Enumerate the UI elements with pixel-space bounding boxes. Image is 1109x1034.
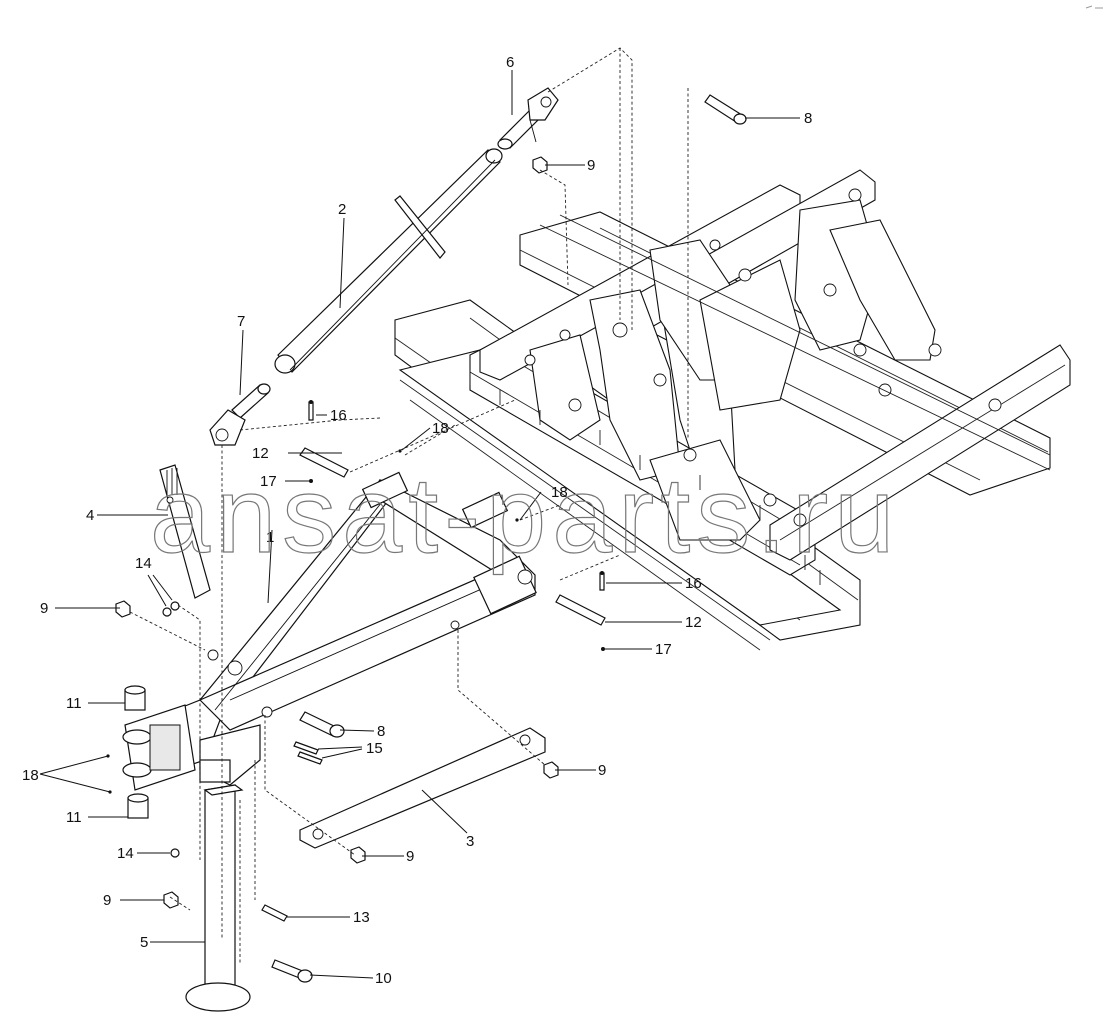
callout-7: 7 [237, 313, 245, 330]
callout-14-lower: 14 [117, 845, 134, 862]
callout-17-upper: 17 [260, 473, 277, 490]
part-9-nut-e [163, 891, 179, 909]
callout-2: 2 [338, 201, 346, 218]
part-2-tube [274, 148, 503, 374]
part-14-nut-a [162, 607, 172, 617]
callout-leaders [39, 70, 800, 979]
main-frame-assembly [394, 169, 1071, 651]
callout-11-upper: 11 [66, 695, 82, 712]
callout-14-upper: 14 [135, 555, 152, 572]
callout-9-d: 9 [406, 848, 414, 865]
assembly-dashed-lines [129, 47, 689, 965]
part-5-jack [185, 759, 251, 1012]
part-9-nut-c [543, 761, 559, 779]
part-4-holder [159, 464, 211, 599]
part-1-drawbar-frame [122, 471, 537, 791]
callout-9-b: 9 [40, 600, 48, 617]
callout-10: 10 [375, 970, 392, 987]
part-16-bolt-upper [308, 400, 314, 421]
part-9-nut-b [115, 600, 131, 618]
part-16-bolt-lower [599, 571, 605, 591]
callout-18-b: 18 [551, 484, 568, 501]
part-14-nut-b [170, 601, 180, 611]
part-9-nut-a [532, 156, 548, 174]
part-13-pin [261, 904, 288, 922]
callout-8-upper: 8 [804, 110, 812, 127]
part-11-bushing-upper [124, 685, 146, 711]
callout-12-upper: 12 [252, 445, 269, 462]
part-10-pin [271, 959, 313, 983]
callout-18-a: 18 [432, 420, 449, 437]
part-3-link-bar [299, 727, 546, 849]
callout-13: 13 [353, 909, 370, 926]
part-12-pin-lower [555, 594, 606, 626]
callout-9-a: 9 [587, 157, 595, 174]
corner-mark [1085, 5, 1103, 9]
callout-4: 4 [86, 507, 94, 524]
callout-8-lower: 8 [377, 723, 385, 740]
part-14-nut-c [170, 848, 180, 858]
callout-15: 15 [366, 740, 383, 757]
part-18-mark-b [515, 518, 519, 522]
part-17-lower [601, 647, 605, 651]
callout-1: 1 [266, 529, 274, 546]
callout-5: 5 [140, 934, 148, 951]
callout-9-c: 9 [598, 762, 606, 779]
callout-9-e: 9 [103, 892, 111, 909]
callout-16-upper: 16 [330, 407, 347, 424]
watermark-text: ansat-parts.ru [150, 454, 900, 575]
callout-16-lower: 16 [685, 575, 702, 592]
callout-numbers: 1 2 3 4 5 6 7 8 8 9 9 9 9 9 10 11 11 12 … [22, 54, 812, 987]
callout-3: 3 [466, 833, 474, 850]
callout-12-lower: 12 [685, 614, 702, 631]
part-6-rod-end-upper [497, 87, 559, 150]
part-8-pin-lower [299, 711, 345, 738]
part-9-nut-d [350, 846, 366, 864]
part-11-bushing-lower [127, 793, 149, 819]
part-15-bolts [293, 741, 323, 765]
part-7-rod-end-lower [209, 383, 271, 446]
callout-17-lower: 17 [655, 641, 672, 658]
part-8-pin-upper [704, 94, 747, 125]
callout-18-c: 18 [22, 767, 39, 784]
callout-6: 6 [506, 54, 514, 71]
callout-11-lower: 11 [66, 809, 82, 826]
